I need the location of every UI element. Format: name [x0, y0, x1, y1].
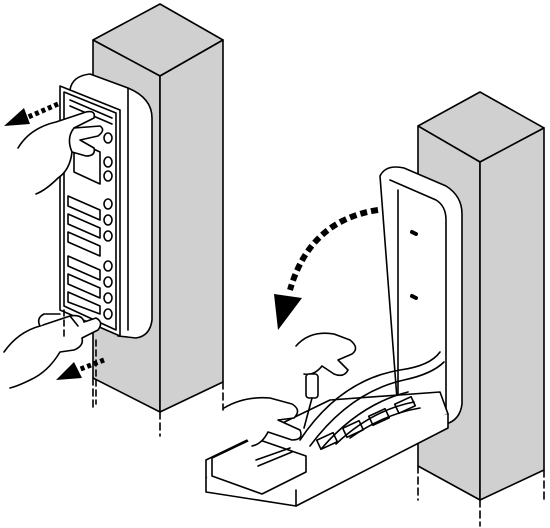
hand-icon: [17, 110, 104, 195]
right-panel: [205, 91, 545, 527]
hand-icon: [3, 313, 102, 389]
arrow-icon: [274, 207, 379, 330]
base-tray: [205, 351, 449, 507]
label-rows: [67, 195, 101, 315]
arrow-icon: [56, 357, 105, 380]
left-panel: [3, 3, 224, 437]
call-buttons: [103, 132, 113, 320]
wires: [299, 351, 445, 449]
hand-icon: [295, 332, 357, 377]
hand-icon: [223, 396, 302, 447]
arrow-icon: [4, 101, 60, 126]
open-housing: [379, 166, 463, 427]
screwdriver-icon: [303, 373, 319, 429]
